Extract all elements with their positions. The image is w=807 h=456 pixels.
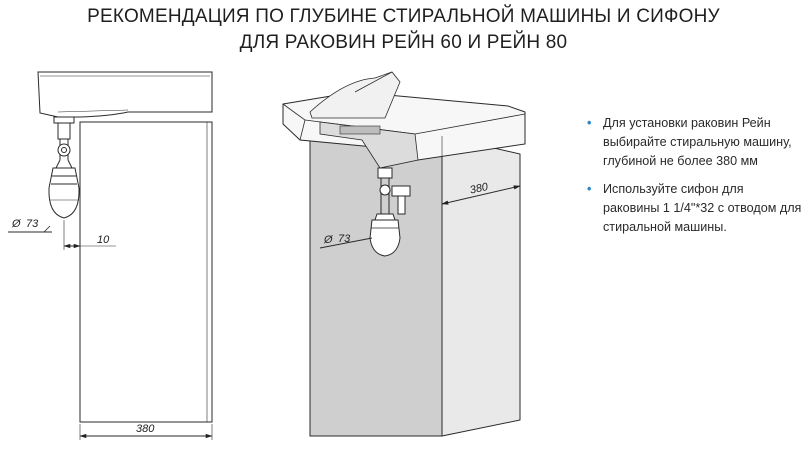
bullet-icon: •	[587, 182, 592, 196]
title-line-1: РЕКОМЕНДАЦИЯ ПО ГЛУБИНЕ СТИРАЛЬНОЙ МАШИН…	[87, 6, 720, 27]
note-text: Используйте сифон для раковины 1 1/4"*32…	[603, 182, 802, 234]
notes-list: • Для установки раковин Рейн выбирайте ст…	[584, 114, 802, 246]
iso-view	[282, 71, 526, 437]
note-item: • Используйте сифон для раковины 1 1/4"*3…	[584, 180, 802, 237]
bullet-icon: •	[587, 116, 592, 130]
note-item: • Для установки раковин Рейн выбирайте ст…	[584, 114, 802, 171]
iso-siphon	[369, 167, 411, 257]
side-gap-label: 10	[97, 234, 110, 246]
side-siphon	[48, 116, 80, 219]
side-machine	[79, 121, 213, 423]
side-view	[8, 71, 213, 440]
iso-machine-side	[441, 135, 521, 437]
note-text: Для установки раковин Рейн выбирайте сти…	[603, 116, 792, 168]
iso-machine-front	[309, 135, 443, 437]
iso-diameter-label: 73	[338, 233, 351, 245]
title-line-2: ДЛЯ РАКОВИН РЕЙН 60 И РЕЙН 80	[239, 32, 568, 53]
side-diameter-label: 73	[26, 218, 39, 230]
iso-diameter-symbol: Ø	[323, 234, 334, 246]
side-depth-label: 380	[136, 423, 155, 435]
iso-siphon-bulb	[369, 219, 401, 257]
iso-depth-label: 380	[469, 181, 490, 197]
side-diameter-symbol: Ø	[11, 218, 22, 230]
side-siphon-bulb	[48, 167, 80, 219]
iso-basin-bowl	[309, 71, 401, 119]
